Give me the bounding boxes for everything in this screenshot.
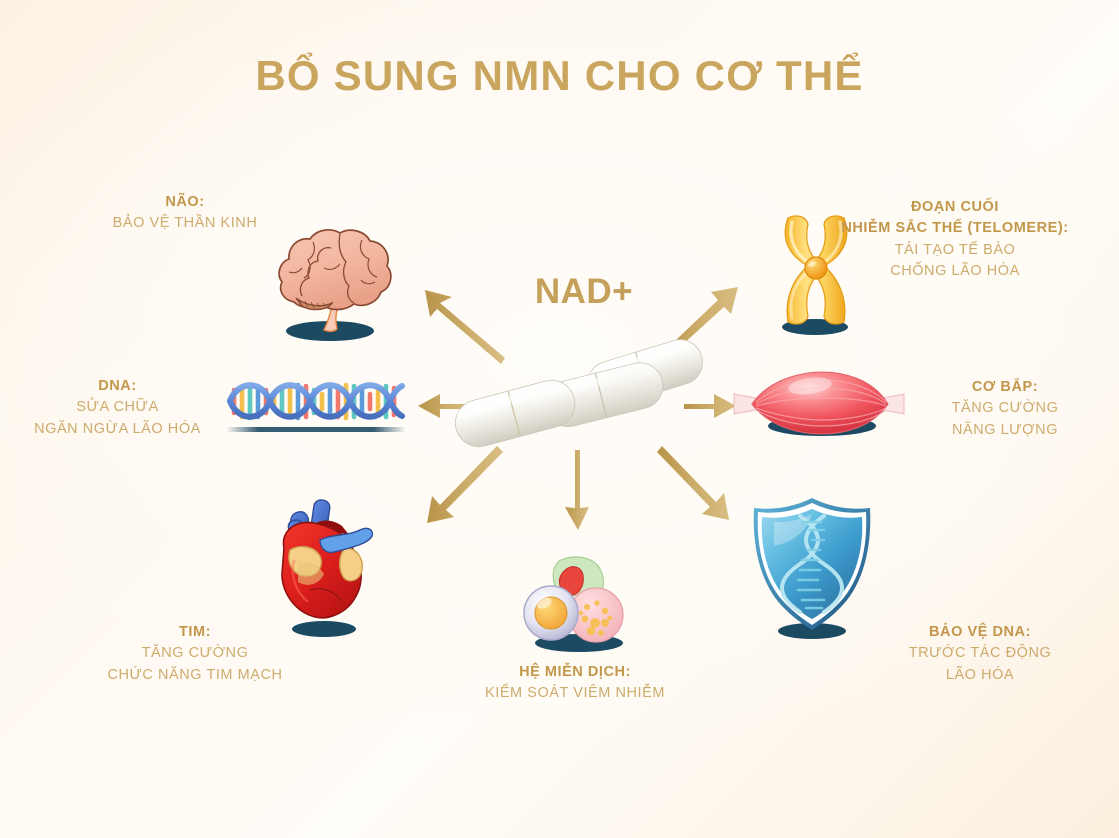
label-muscle-line-1: TĂNG CƯỜNG xyxy=(951,400,1059,417)
muscle-belly xyxy=(751,371,889,435)
label-telomere-line-2: CHỐNG LÃO HÓA xyxy=(890,263,1020,280)
brain-cortex xyxy=(278,229,392,311)
dna-shadow xyxy=(226,427,406,432)
centromere xyxy=(804,256,828,280)
label-dna-protection-heading: BẢO VỆ DNA: xyxy=(929,624,1031,640)
muscle-icon xyxy=(726,368,911,440)
capsules-icon xyxy=(438,325,723,450)
shield-shadow xyxy=(778,623,846,639)
label-heart-heading: TIM: xyxy=(179,624,211,640)
arrow-to-shield xyxy=(657,446,729,520)
shield-face xyxy=(761,509,863,619)
cerebellum xyxy=(295,297,334,311)
label-telomere-heading-line-1: ĐOẠN CUỐI xyxy=(911,199,999,215)
capsule-front xyxy=(455,379,576,448)
label-brain-line-1: BẢO VỆ THẦN KINH xyxy=(112,215,258,232)
label-telomere-heading-line-2: NHIỄM SẮC THỂ (TELOMERE): xyxy=(841,220,1069,237)
heart-icon xyxy=(250,490,390,640)
label-dna-line-2: NGĂN NGỪA LÃO HÓA xyxy=(34,420,201,437)
shield-dna-helix xyxy=(780,514,844,614)
label-muscle-line-2: NĂNG LƯỢNG xyxy=(951,421,1059,438)
label-dna-protection: BẢO VỆ DNA: TRƯỚC TÁC ĐỘNG LÃO HÓA xyxy=(865,622,1095,686)
label-telomere: ĐOẠN CUỐI NHIỄM SẮC THỂ (TELOMERE): TÁI … xyxy=(825,197,1085,283)
heart-shadow xyxy=(292,621,356,637)
label-immune: HỆ MIỄN DỊCH: KIỂM SOÁT VIÊM NHIỄM xyxy=(445,662,705,705)
label-dna-protection-line-2: LÃO HÓA xyxy=(945,666,1015,683)
center-label-nadplus: NAD+ xyxy=(534,272,634,311)
label-dna-protection-line-1: TRƯỚC TÁC ĐỘNG xyxy=(908,645,1052,662)
immune-cells-icon xyxy=(515,545,640,655)
label-immune-heading: HỆ MIỄN DỊCH: xyxy=(519,664,631,680)
label-heart: TIM: TĂNG CƯỜNG CHỨC NĂNG TIM MẠCH xyxy=(70,622,320,686)
chromosome-icon xyxy=(758,200,873,340)
arrow-to-heart xyxy=(427,446,503,523)
page-title: BỔ SUNG NMN CHO CƠ THỂ xyxy=(255,52,864,99)
label-brain-heading: NÃO: xyxy=(165,194,205,210)
label-dna-line-1: SỬA CHỮA xyxy=(76,399,159,416)
label-muscle: CƠ BẮP: TĂNG CƯỜNG NĂNG LƯỢNG xyxy=(905,377,1105,441)
shield-dna-icon xyxy=(740,490,885,642)
dna-helix-icon xyxy=(218,368,413,440)
brain-icon xyxy=(250,210,410,345)
arrow-to-immune xyxy=(565,450,589,530)
dna-strand-b xyxy=(227,382,405,420)
label-muscle-heading: CƠ BẮP: xyxy=(971,379,1039,395)
label-brain: NÃO: BẢO VỆ THẦN KINH xyxy=(60,192,310,235)
label-dna-heading: DNA: xyxy=(98,378,137,394)
granules xyxy=(578,600,613,636)
label-heart-line-1: TĂNG CƯỜNG xyxy=(141,645,249,662)
pulmonary-vessel xyxy=(319,527,374,554)
muscle-striations xyxy=(755,379,887,427)
label-telomere-line-1: TÁI TẠO TẾ BÀO xyxy=(894,241,1016,258)
right-atrial-appendage xyxy=(339,547,363,582)
brain-stem xyxy=(323,305,339,333)
label-dna: DNA: SỬA CHỮA NGĂN NGỪA LÃO HÓA xyxy=(10,376,225,440)
label-heart-line-2: CHỨC NĂNG TIM MẠCH xyxy=(107,666,283,683)
label-immune-line-1: KIỂM SOÁT VIÊM NHIỄM xyxy=(485,685,665,702)
